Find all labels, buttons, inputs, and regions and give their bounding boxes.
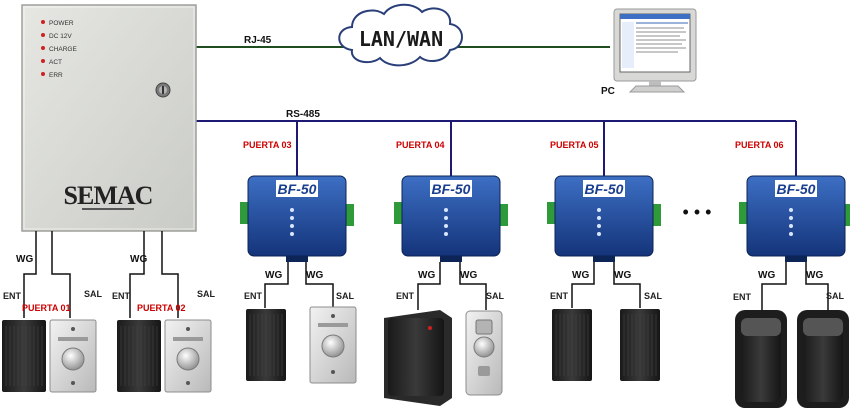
bf50-module-04: BF-50: [394, 175, 508, 262]
module-name-05: BF-50: [585, 181, 624, 197]
card-reader-06b: [797, 310, 849, 408]
module-name-04: BF-50: [432, 181, 471, 197]
ent-label-06: ENT: [733, 292, 752, 302]
card-reader-03: [246, 309, 286, 381]
card-reader-01: [2, 320, 46, 392]
exit-button-03: [309, 306, 357, 384]
bf50-module-03: BF-50: [240, 175, 354, 262]
led-charge-label: CHARGE: [49, 46, 77, 53]
status-leds: POWER DC 12V CHARGE ACT ERR: [41, 20, 77, 79]
rj45-label: RJ-45: [244, 35, 272, 46]
exit-button-01: [49, 319, 97, 393]
wiring-04: [417, 262, 487, 310]
ent-label-05: ENT: [550, 291, 569, 301]
controller-wiring: [23, 231, 179, 318]
ent-label-02: ENT: [112, 291, 131, 301]
ent-label-04: ENT: [396, 291, 415, 301]
exit-button-02: [164, 319, 212, 393]
card-reader-05b: [620, 309, 660, 381]
semac-controller: POWER DC 12V CHARGE ACT ERR SEMAC: [21, 4, 197, 232]
sal-label-04: SAL: [486, 291, 505, 301]
sal-label-01: SAL: [84, 289, 103, 299]
pc-monitor: [613, 8, 697, 93]
lock-icon: [155, 82, 171, 98]
led-act-label: ACT: [49, 59, 62, 66]
wiring-06: [761, 262, 829, 310]
wg-label-06b: WG: [806, 270, 823, 281]
module-name-03: BF-50: [278, 181, 317, 197]
sal-label-02: SAL: [197, 289, 216, 299]
wiring-03: [264, 262, 334, 308]
card-reader-05a: [552, 309, 592, 381]
door-label-02: PUERTA 02: [137, 303, 186, 313]
wg-label-05b: WG: [614, 270, 631, 281]
pc-label: PC: [601, 86, 615, 97]
door-label-06: PUERTA 06: [735, 140, 784, 150]
led-dc12v-label: DC 12V: [49, 33, 72, 40]
wg-label-06a: WG: [758, 270, 775, 281]
wg-label-04a: WG: [418, 270, 435, 281]
card-reader-04: [384, 310, 452, 406]
wg-label-04b: WG: [460, 270, 477, 281]
door-label-01: PUERTA 01: [22, 303, 71, 313]
door-label-04: PUERTA 04: [396, 140, 445, 150]
wg-label-03a: WG: [265, 270, 282, 281]
door-label-05: PUERTA 05: [550, 140, 599, 150]
card-reader-02: [117, 320, 161, 392]
lan-wan-cloud: LAN/WAN: [338, 3, 463, 67]
door-label-03: PUERTA 03: [243, 140, 292, 150]
led-err-label: ERR: [49, 72, 63, 79]
more-doors-ellipsis: • • •: [683, 202, 712, 222]
wg-label-01: WG: [16, 254, 33, 265]
wg-label-03b: WG: [306, 270, 323, 281]
exit-button-04: [465, 310, 503, 396]
wiring-05: [571, 262, 641, 308]
led-power-label: POWER: [49, 20, 74, 27]
ent-label-03: ENT: [244, 291, 263, 301]
sal-label-06: SAL: [826, 291, 845, 301]
bf50-module-06: BF-50: [739, 175, 850, 262]
module-name-06: BF-50: [777, 181, 816, 197]
brand-logo: SEMAC: [64, 181, 153, 210]
sal-label-03: SAL: [336, 291, 355, 301]
card-reader-06a: [735, 310, 787, 408]
ent-label-01: ENT: [3, 291, 22, 301]
rs485-label: RS-485: [286, 109, 320, 120]
wg-label-05a: WG: [572, 270, 589, 281]
bf50-module-05: BF-50: [547, 175, 661, 262]
cloud-label: LAN/WAN: [359, 27, 443, 51]
wg-label-02: WG: [130, 254, 147, 265]
sal-label-05: SAL: [644, 291, 663, 301]
